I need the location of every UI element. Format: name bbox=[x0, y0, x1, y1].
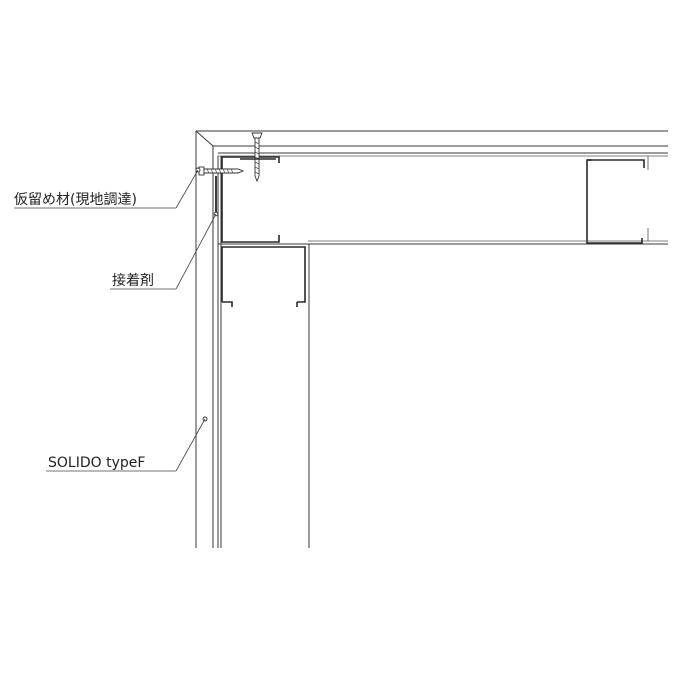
leader-panel bbox=[46, 416, 208, 472]
vertical-panel bbox=[195, 131, 214, 548]
leader-temporary-fastener bbox=[14, 167, 201, 209]
corner-stud-top bbox=[221, 156, 280, 243]
label-temporary-fastener: 仮留め材(現地調達) bbox=[14, 192, 137, 208]
vertical-board bbox=[217, 156, 310, 548]
label-adhesive: 接着剤 bbox=[112, 272, 154, 289]
right-stud-top-lip bbox=[587, 159, 645, 168]
right-stud bbox=[586, 159, 643, 244]
label-panel: SOLIDO typeF bbox=[48, 455, 145, 471]
horizontal-board bbox=[218, 152, 668, 245]
lower-stud-lip-left bbox=[222, 301, 233, 307]
lower-stud bbox=[221, 246, 306, 303]
screw-icon bbox=[198, 166, 245, 176]
leader-adhesive bbox=[110, 213, 217, 290]
adhesive-bead bbox=[213, 176, 219, 217]
horizontal-panel bbox=[195, 130, 668, 147]
